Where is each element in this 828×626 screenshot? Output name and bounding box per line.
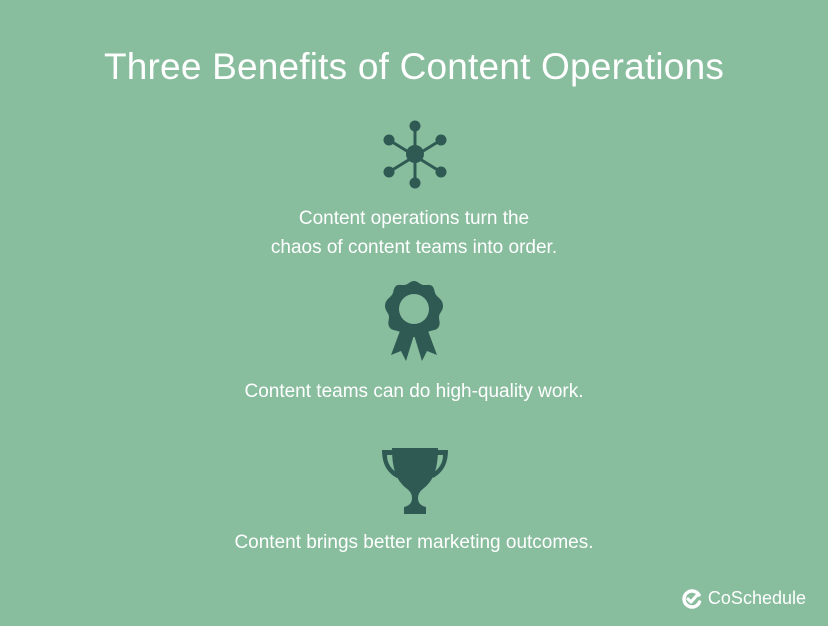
award-ribbon-icon [381,279,447,363]
trophy-icon [380,446,450,516]
page-title: Three Benefits of Content Operations [103,46,725,87]
benefit-3-text: Content brings better marketing outcomes… [234,532,594,553]
coschedule-check-icon [682,588,702,609]
benefit-1-text: Content operations turn the chaos of con… [0,204,828,262]
benefit-2-text: Content teams can do high-quality work. [244,381,584,402]
brand-logo: CoSchedule [682,588,806,609]
brand-name: CoSchedule [707,588,806,608]
network-hub-icon [378,120,452,192]
benefit-1-line-2: chaos of content teams into order. [270,237,558,258]
benefit-1-line-1: Content operations turn the [298,208,530,229]
